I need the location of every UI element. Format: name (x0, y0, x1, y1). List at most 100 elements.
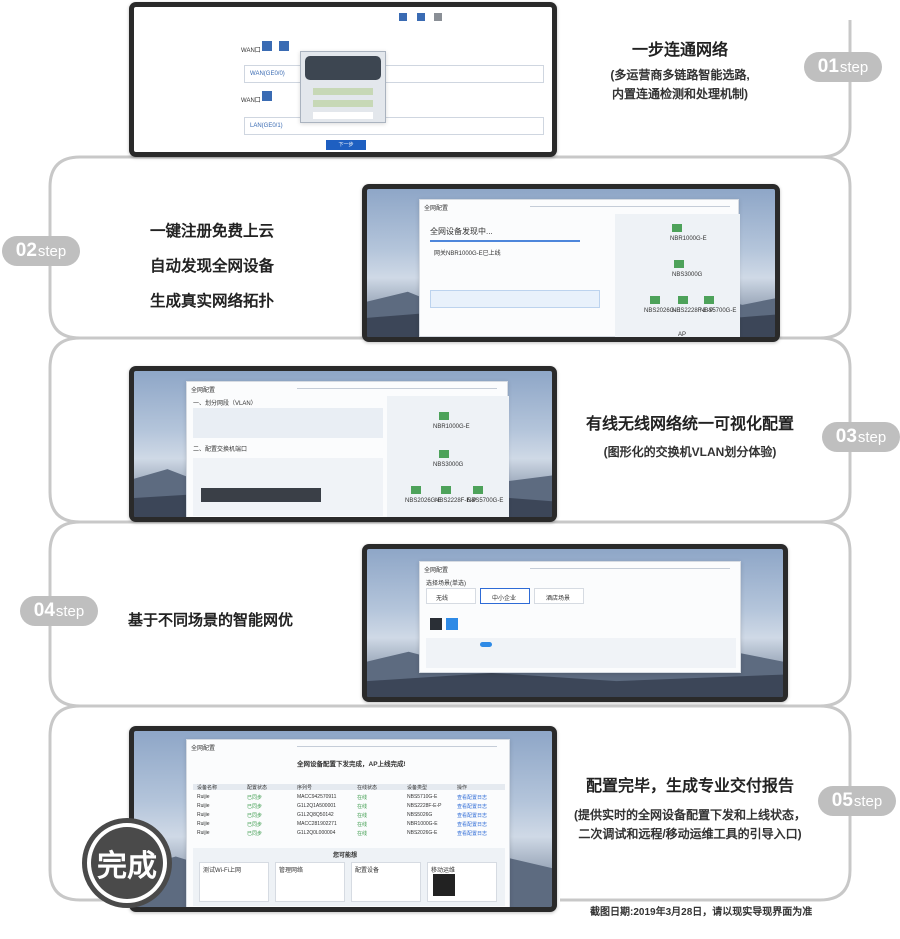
s4-opt2: 中小企业 (492, 596, 517, 602)
table-link[interactable]: 查看配置日志 (457, 804, 488, 810)
s2-device3c: NBS5700G-E (700, 308, 737, 314)
s4-opt1: 无线 (436, 596, 449, 602)
step2-line-2: 自动发现全网设备 (150, 258, 275, 275)
step2-line-1: 一键注册免费上云 (150, 223, 275, 240)
step3-screenshot: 全网配置 一、划分网段（VLAN） 二、配置交换机端口 NBR1000G-E N… (129, 366, 557, 522)
s4-opt3: 酒店场景 (546, 596, 571, 602)
table-cell: NBS2026G-E (407, 830, 438, 836)
s3-node3c: NBS5700G-E (467, 498, 504, 504)
s5-card-4[interactable]: 移动运维 (431, 868, 456, 874)
s3-node3b: NBS2228F-E-P (435, 498, 477, 504)
table-cell: 在线 (357, 813, 368, 819)
table-cell: 已同步 (247, 822, 263, 828)
table-link[interactable]: 查看配置日志 (457, 795, 488, 801)
table-cell: 在线 (357, 804, 368, 810)
table-cell: NBS5026G (407, 812, 433, 818)
table-cell: 在线 (357, 795, 368, 801)
s5-th-6: 操作 (457, 785, 468, 791)
step2-num: 02 (15, 240, 37, 261)
table-row: Ruijie (197, 812, 210, 818)
step1-text: 一步连通网络 (多运营商多链路智能选路, 内置连通检测和处理机制) (580, 36, 780, 104)
table-cell: 在线 (357, 831, 368, 837)
s2-title: 全网设备发现中... (430, 227, 493, 236)
table-row: Ruijie (197, 803, 210, 809)
table-row: Ruijie (197, 821, 210, 827)
table-link[interactable]: 查看配置日志 (457, 822, 488, 828)
s5-th-4: 在线状态 (357, 785, 378, 791)
step5-sub-2: 二次调试和远程/移动运维工具的引导入口) (578, 827, 802, 841)
table-cell: 已同步 (247, 795, 263, 801)
s2-device2: NBS3000G (672, 272, 703, 278)
step2-word: step (37, 243, 67, 260)
step3-num: 03 (835, 426, 857, 447)
table-cell: 在线 (357, 822, 368, 828)
table-link[interactable]: 查看配置日志 (457, 831, 488, 837)
step2-line-3: 生成真实网络拓扑 (150, 293, 275, 310)
step3-word: step (857, 429, 887, 446)
step3-title: 有线无线网络统一可视化配置 (585, 416, 794, 433)
step3-sub-1: (图形化的交换机VLAN划分体验) (603, 445, 777, 459)
table-cell: NBR1000G-E (407, 821, 438, 827)
table-cell: MACC942570911 (297, 794, 337, 800)
step4-screenshot: 全网配置 选择场景(单选) 无线 中小企业 酒店场景 (362, 544, 788, 702)
s5-th-3: 序列号 (297, 785, 313, 791)
step4-num: 04 (33, 600, 55, 621)
s3-section1: 一、划分网段（VLAN） (193, 401, 257, 407)
table-cell: G1L2Q1A500001 (297, 803, 336, 809)
s2-row1: 网关NBR1000G-E已上线 (434, 251, 501, 257)
s3-node2: NBS3000G (433, 462, 464, 468)
step1-word: step (839, 59, 869, 76)
step1-sub-1: (多运营商多链路智能选路, (610, 68, 750, 82)
step1-title: 一步连通网络 (631, 42, 728, 59)
step4-text: 基于不同场景的智能网优 (128, 606, 308, 636)
s5-card-2[interactable]: 管理网络 (279, 868, 304, 874)
step4-title: 基于不同场景的智能网优 (128, 612, 294, 629)
s3-node3a: NBS2026G-E (405, 498, 442, 504)
s5-heading: 全网设备配置下发完成，AP上线完成! (297, 761, 406, 768)
s2-device4: AP (678, 332, 687, 337)
table-cell: MACC281902271 (297, 821, 337, 827)
s5-th-2: 配置状态 (247, 785, 268, 791)
s5-next-title: 您可能想 (333, 853, 358, 859)
step1-sub-2: 内置连通检测和处理机制) (612, 87, 748, 101)
s5-card-3[interactable]: 配置设备 (355, 868, 380, 874)
step3-text: 有线无线网络统一可视化配置 (图形化的交换机VLAN划分体验) (580, 410, 800, 464)
step5-screenshot: 全网配置 全网设备配置下发完成，AP上线完成! 设备名称 配置状态 序列号 在线… (129, 726, 557, 912)
step5-sub-1: (提供实时的全网设备配置下发和上线状态， (574, 808, 806, 822)
table-cell: 已同步 (247, 813, 263, 819)
table-row: Ruijie (197, 794, 210, 800)
table-cell: NBS2228F-E-P (407, 803, 442, 809)
table-cell: 已同步 (247, 804, 263, 810)
s4-heading: 选择场景(单选) (426, 581, 466, 587)
table-cell: G1L2Q0L000004 (297, 830, 336, 836)
table-row: Ruijie (197, 830, 210, 836)
s2-device3a: NBS2026G-E (644, 308, 681, 314)
s5-th-1: 设备名称 (197, 785, 218, 791)
step1-num: 01 (817, 56, 839, 77)
step5-num: 05 (831, 790, 853, 811)
screenshot-date-caption: 截图日期:2019年3月28日，请以现实导现界面为准 (590, 907, 813, 918)
step2-screenshot: 全网配置 全网设备发现中... 网关NBR1000G-E已上线 NBR1000G… (362, 184, 780, 342)
done-badge: 完成 (82, 818, 172, 908)
table-cell: NBS5710G-E (407, 794, 438, 800)
table-cell: 已同步 (247, 831, 263, 837)
s3-node1: NBR1000G-E (433, 424, 470, 430)
s2-device1: NBR1000G-E (670, 236, 707, 242)
step2-text: 一键注册免费上云 自动发现全网设备 生成真实网络拓扑 (150, 214, 310, 319)
done-badge-text: 完成 (91, 827, 163, 899)
s5-card-1[interactable]: 测试Wi-Fi上网 (203, 868, 241, 874)
s5-th-5: 设备类型 (407, 785, 428, 791)
step5-text: 配置完毕，生成专业交付报告 (提供实时的全网设备配置下发和上线状态， 二次调试和… (570, 772, 810, 844)
step1-screenshot: WAN口 WAN(GE0/0) WAN口 LAN(GE0/1) 下一步 (129, 2, 557, 157)
s2-device3b: NBS2228F-E-P (672, 308, 714, 314)
table-cell: G1L2Q8Q50142 (297, 812, 334, 818)
step4-word: step (55, 603, 85, 620)
step5-title: 配置完毕，生成专业交付报告 (585, 778, 794, 795)
s3-section2: 二、配置交换机端口 (193, 447, 248, 453)
table-link[interactable]: 查看配置日志 (457, 813, 488, 819)
